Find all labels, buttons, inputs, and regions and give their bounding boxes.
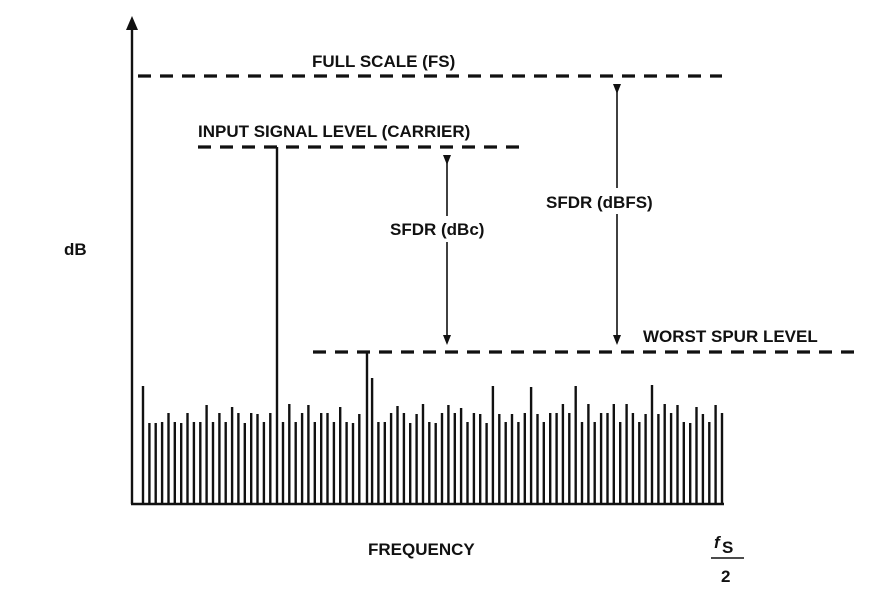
fs-numerator: f [714,533,722,552]
fs-denominator: 2 [721,567,730,586]
noise-floor [141,378,724,504]
sfdr-dbc-label: SFDR (dBc) [390,220,484,239]
sfdr-dbfs-label: SFDR (dBFS) [546,193,653,212]
full-scale-label: FULL SCALE (FS) [312,52,455,71]
y-axis-label: dB [64,240,87,259]
worst-spur-label: WORST SPUR LEVEL [643,327,818,346]
input-signal-label: INPUT SIGNAL LEVEL (CARRIER) [198,122,470,141]
fs-subscript: S [722,538,733,557]
x-axis-label: FREQUENCY [368,540,475,559]
y-axis-arrowhead [126,16,138,30]
